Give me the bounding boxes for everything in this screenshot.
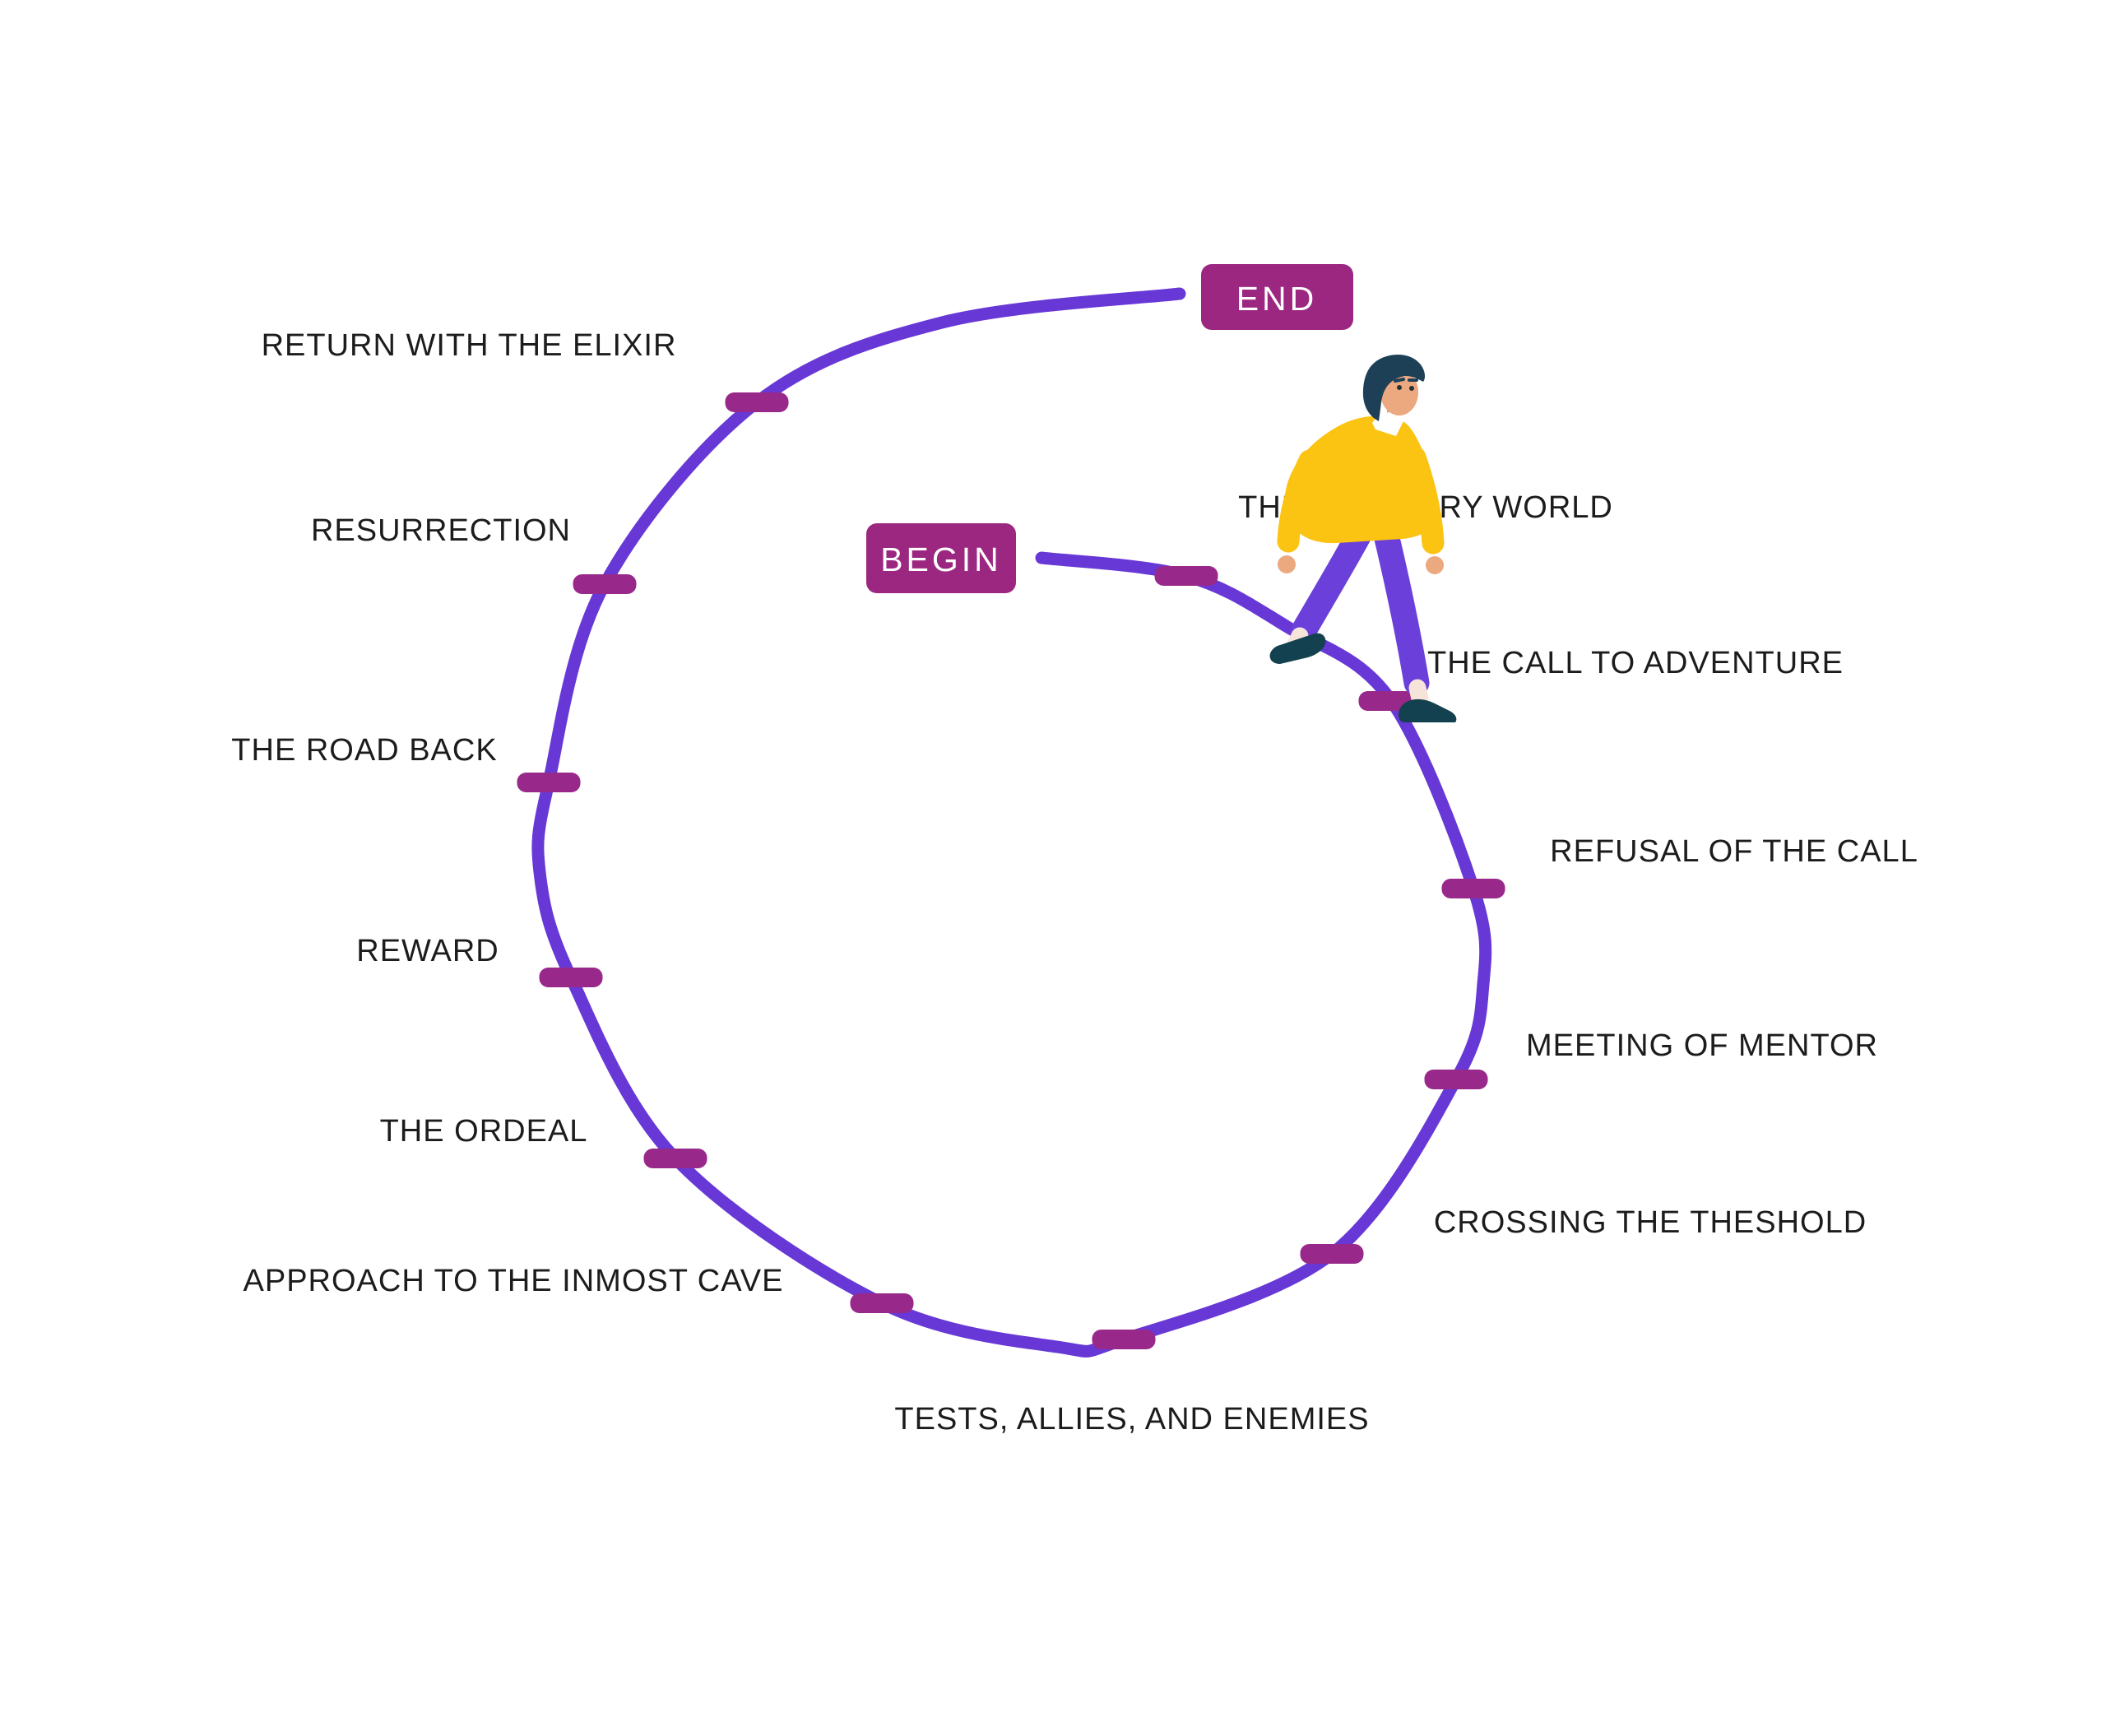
person-right-eye [1409,386,1414,391]
stage-label: REWARD [356,934,499,968]
person-left-eye [1397,385,1402,390]
person-front-hand [1426,556,1444,574]
stage-label: RESURRECTION [311,513,571,548]
stage-label: TESTS, ALLIES, AND ENEMIES [894,1402,1369,1437]
person-back-leg [1290,522,1372,645]
stage-label: THE CALL TO ADVENTURE [1427,646,1844,680]
stage-tick [643,1149,707,1168]
stage-label: THE ROAD BACK [231,733,497,768]
begin-badge-background [866,523,1016,593]
walking-person-illustration [1269,355,1457,722]
person-collar [1372,411,1407,436]
end-badge-background [1201,264,1353,330]
stage-ticks [517,392,1505,1349]
person-front-sock [1408,679,1429,708]
person-sweater [1284,415,1436,544]
stage-label: RETURN WITH THE ELIXIR [262,328,677,363]
stage-tick [725,392,789,412]
stage-label: REFUSAL OF THE CALL [1550,834,1918,869]
stage-tick [1441,879,1505,898]
person-front-arm [1403,446,1445,555]
stage-tick [573,574,637,594]
end-badge: END [1201,264,1353,330]
stage-label: THE ORDEAL [380,1114,588,1149]
stage-tick [1300,1244,1364,1264]
stage-tick [850,1293,914,1313]
stage-tick [517,773,581,792]
stage-tick [1092,1330,1156,1349]
stage-tick [539,968,603,987]
person-hair [1362,355,1426,421]
person-front-shoe [1399,699,1457,722]
person-left-eyebrow [1394,378,1405,383]
stage-label: MEETING OF MENTOR [1526,1028,1878,1063]
person-back-shoe [1269,633,1326,664]
end-badge-label: END [1236,280,1318,318]
begin-badge-label: BEGIN [880,541,1002,578]
stage-tick [1424,1070,1488,1089]
begin-badge: BEGIN [866,523,1016,593]
person-front-leg [1373,522,1430,696]
stage-tick [1154,566,1218,586]
stage-label: CROSSING THE THESHOLD [1434,1205,1867,1240]
journey-spiral-path [531,287,1492,1358]
stage-label: APPROACH TO THE INMOST CAVE [244,1264,784,1298]
person-back-hand [1278,555,1296,573]
